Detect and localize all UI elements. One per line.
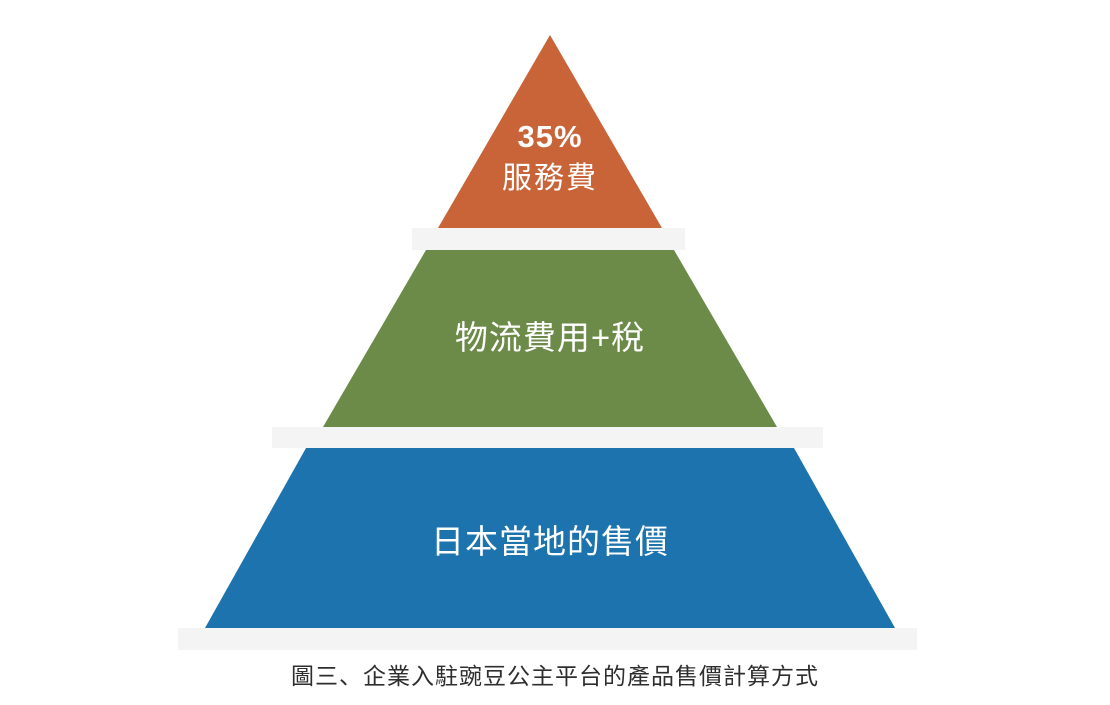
tier-top-shape bbox=[438, 35, 662, 228]
separator-band-base bbox=[178, 628, 917, 650]
separator-band-2 bbox=[272, 427, 823, 448]
tier-middle-shape bbox=[323, 250, 777, 427]
tier-bottom-shape bbox=[205, 448, 895, 628]
separator-band-1 bbox=[412, 228, 685, 250]
